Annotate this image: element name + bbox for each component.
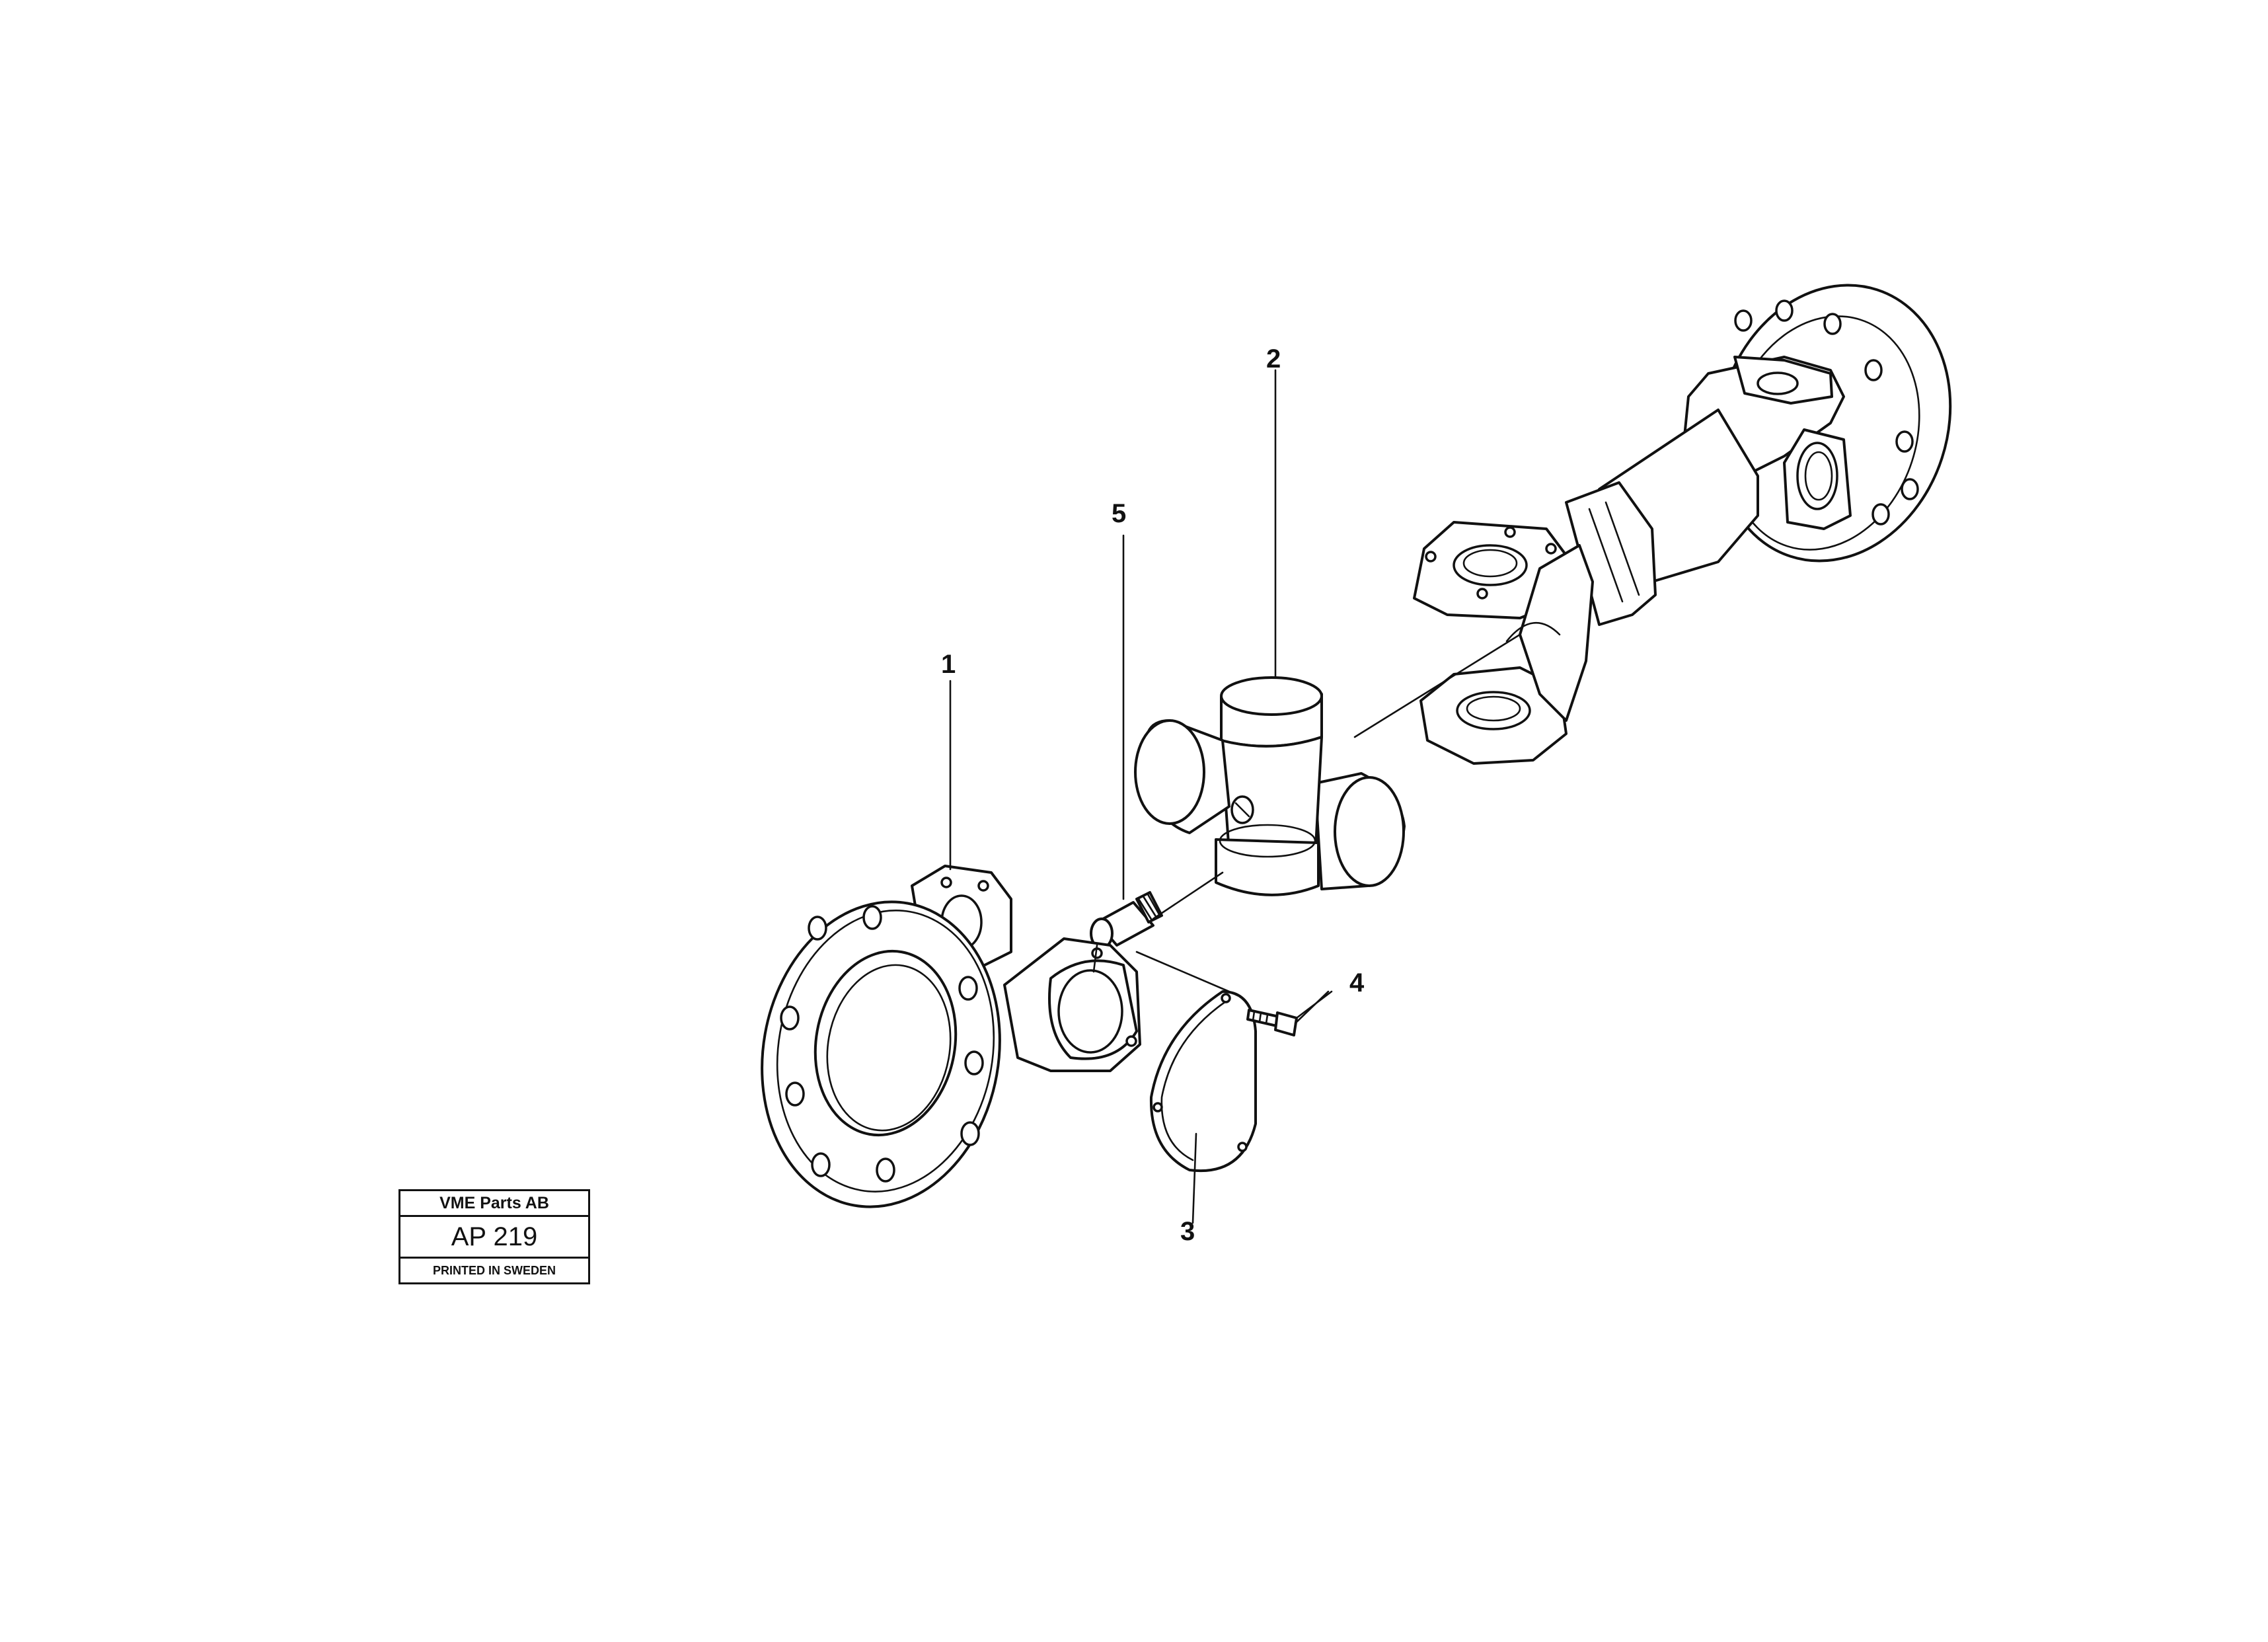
callout-4: 4	[1349, 968, 1365, 997]
callout-5: 5	[1112, 499, 1126, 528]
assembly-centerlines	[1092, 633, 1521, 1025]
printed-note: PRINTED IN SWEDEN	[432, 1264, 556, 1277]
callout-3: 3	[1180, 1217, 1195, 1246]
cover-plate	[1149, 990, 1257, 1173]
flange-yoke	[761, 865, 1141, 1208]
universal-joint-cross	[1134, 676, 1406, 896]
company-name: VME Parts AB	[400, 1191, 588, 1217]
title-block: VME Parts AB AP 219 PRINTED IN SWEDEN	[398, 1189, 590, 1284]
flange-bolt-holes	[780, 905, 984, 1183]
rear-flange-bolt-holes	[1734, 299, 1919, 526]
grease-nipple	[1090, 891, 1163, 949]
drive-shaft-assembly	[1413, 284, 1952, 765]
screw	[1246, 1009, 1298, 1036]
callout-2: 2	[1266, 344, 1281, 373]
callout-leaders	[949, 369, 1333, 1224]
callout-1: 1	[941, 650, 956, 679]
drawing-code: AP 219	[400, 1217, 588, 1259]
